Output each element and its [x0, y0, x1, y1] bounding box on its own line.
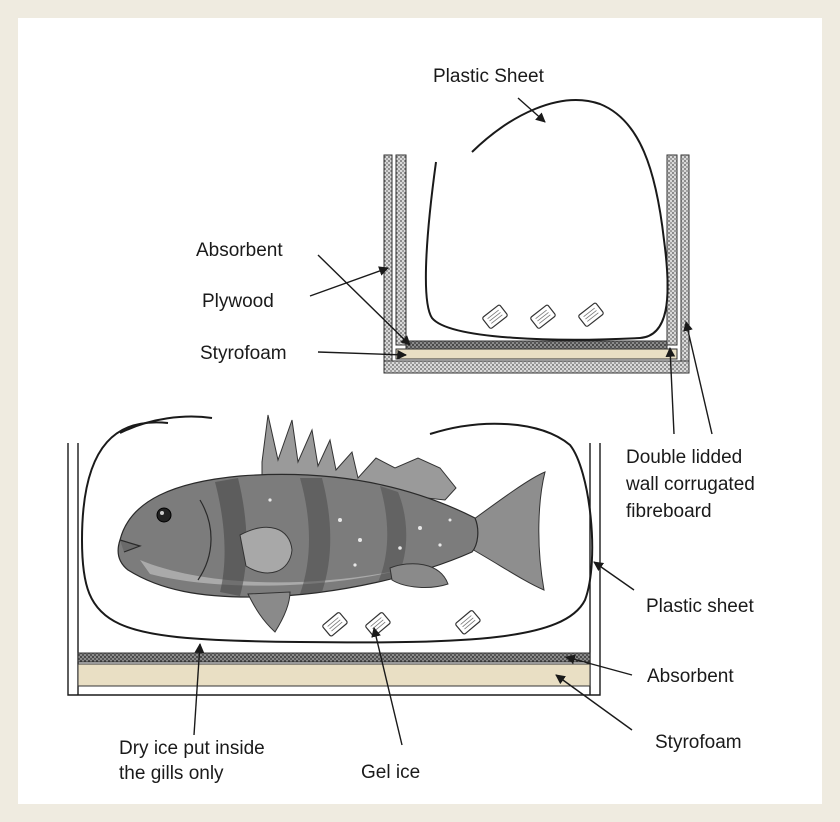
leader-double-wall-2	[686, 322, 712, 434]
label-absorbent-bottom: Absorbent	[647, 666, 734, 687]
diagram-panel: Plastic Sheet Absorbent Plywood Styrofoa…	[18, 18, 822, 804]
top-right-wall-inner	[667, 155, 677, 345]
label-double-lidded-line1: Double lidded	[626, 447, 742, 468]
packaging-diagram: Plastic Sheet Absorbent Plywood Styrofoa…	[18, 18, 822, 804]
top-box	[384, 100, 689, 373]
fish-pectoral-fin	[240, 527, 292, 573]
fish-eye-highlight	[160, 511, 164, 515]
label-styrofoam-bottom: Styrofoam	[655, 732, 742, 753]
label-plywood: Plywood	[202, 291, 274, 312]
fish-tail	[470, 472, 545, 590]
top-bottom-wall	[384, 361, 689, 373]
bottom-gel-pack-2	[365, 612, 391, 637]
top-right-wall-outer	[681, 155, 689, 373]
label-absorbent-top: Absorbent	[196, 240, 283, 261]
top-plastic-sheet	[426, 100, 668, 340]
label-styrofoam-top: Styrofoam	[200, 343, 287, 364]
leader-styrofoam-bottom	[556, 675, 632, 730]
leader-styrofoam-top	[318, 352, 406, 355]
fish-anal-fin	[390, 564, 448, 588]
label-plastic-sheet-bottom: Plastic sheet	[646, 596, 754, 617]
leader-plastic-sheet-top	[518, 98, 545, 122]
top-gel-pack-1	[482, 304, 508, 329]
label-double-lidded-line2: wall corrugated	[625, 474, 755, 495]
bottom-gel-pack-3	[455, 610, 481, 635]
bottom-gel-pack-1	[322, 612, 348, 637]
top-gel-pack-2	[530, 304, 556, 329]
leader-plywood	[310, 268, 388, 296]
top-left-wall-outer	[384, 155, 392, 373]
label-double-lidded-line3: fibreboard	[626, 501, 712, 522]
top-left-wall-inner	[396, 155, 406, 345]
fish-eye	[157, 508, 171, 522]
label-dry-ice-line2: the gills only	[119, 763, 224, 784]
grouper-fish-illustration	[118, 415, 545, 632]
bottom-absorbent-layer	[78, 653, 590, 662]
top-absorbent-layer	[406, 341, 667, 349]
label-gel-ice: Gel ice	[361, 762, 420, 783]
label-dry-ice-line1: Dry ice put inside	[119, 738, 265, 759]
bottom-styrofoam-layer	[78, 664, 590, 686]
top-gel-pack-3	[578, 302, 604, 327]
top-styrofoam-layer	[396, 349, 677, 359]
fish-pelvic-fin	[248, 592, 290, 632]
leader-lines	[194, 98, 712, 745]
label-plastic-sheet-top: Plastic Sheet	[433, 66, 545, 87]
